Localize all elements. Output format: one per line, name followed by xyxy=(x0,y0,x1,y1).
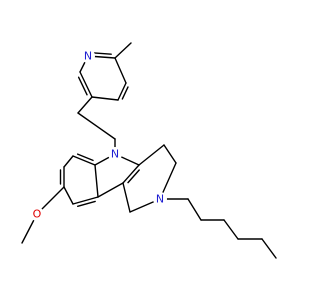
bond-pyC5-ch2a xyxy=(77,96,93,114)
bond-h3-h4 xyxy=(223,219,239,240)
bond-ch2a-ch2b xyxy=(77,112,116,140)
bond-pyC3-pyC2 xyxy=(114,57,127,84)
bond-r4-c3 xyxy=(122,182,131,213)
molecule-diagram: N N N O xyxy=(21,42,277,259)
ring-nitrogen-label: N xyxy=(156,193,164,206)
bond-c3a-c7a xyxy=(94,164,99,198)
bonds xyxy=(21,42,277,259)
bond-c4-c3a xyxy=(72,196,99,205)
double-bond-pyC2-pyN xyxy=(91,52,112,55)
double-bond-pyC6-pyC5 xyxy=(77,76,88,96)
ring-nitrogen-atom: N xyxy=(153,192,167,206)
bond-c7a-c7 xyxy=(72,155,96,166)
pyridine-nitrogen-label: N xyxy=(84,50,92,63)
double-bond-c7a-c7 xyxy=(76,153,94,162)
double-bond-c3-c9a xyxy=(127,169,140,184)
pyridine-nitrogen-atom: N xyxy=(81,49,95,63)
bond-r1-r2 xyxy=(163,144,177,164)
bond-h1-h2 xyxy=(187,198,202,221)
bond-me1-pyC2 xyxy=(114,42,132,59)
bond-c7-c6 xyxy=(63,155,74,168)
double-bond-pyC4-pyC3 xyxy=(121,86,129,100)
bond-c3a-c3 xyxy=(97,182,124,198)
methoxy-oxygen-atom: O xyxy=(30,207,44,221)
methoxy-oxygen-label: O xyxy=(33,208,42,221)
atom-labels: N N N O xyxy=(30,49,167,221)
bond-h5-h6 xyxy=(261,238,277,259)
bond-pyC4-pyC3 xyxy=(117,82,127,101)
bond-c5-c4 xyxy=(63,186,74,205)
bond-pyC5-pyC4 xyxy=(91,96,119,101)
bond-c9a-r1 xyxy=(138,144,165,166)
indole-nitrogen-label: N xyxy=(111,148,119,161)
bond-pyC6-pyC5 xyxy=(79,71,93,98)
bond-c3-c9a xyxy=(122,164,140,184)
indole-nitrogen-atom: N xyxy=(108,147,122,161)
double-bond-c4-c3a xyxy=(76,200,96,208)
